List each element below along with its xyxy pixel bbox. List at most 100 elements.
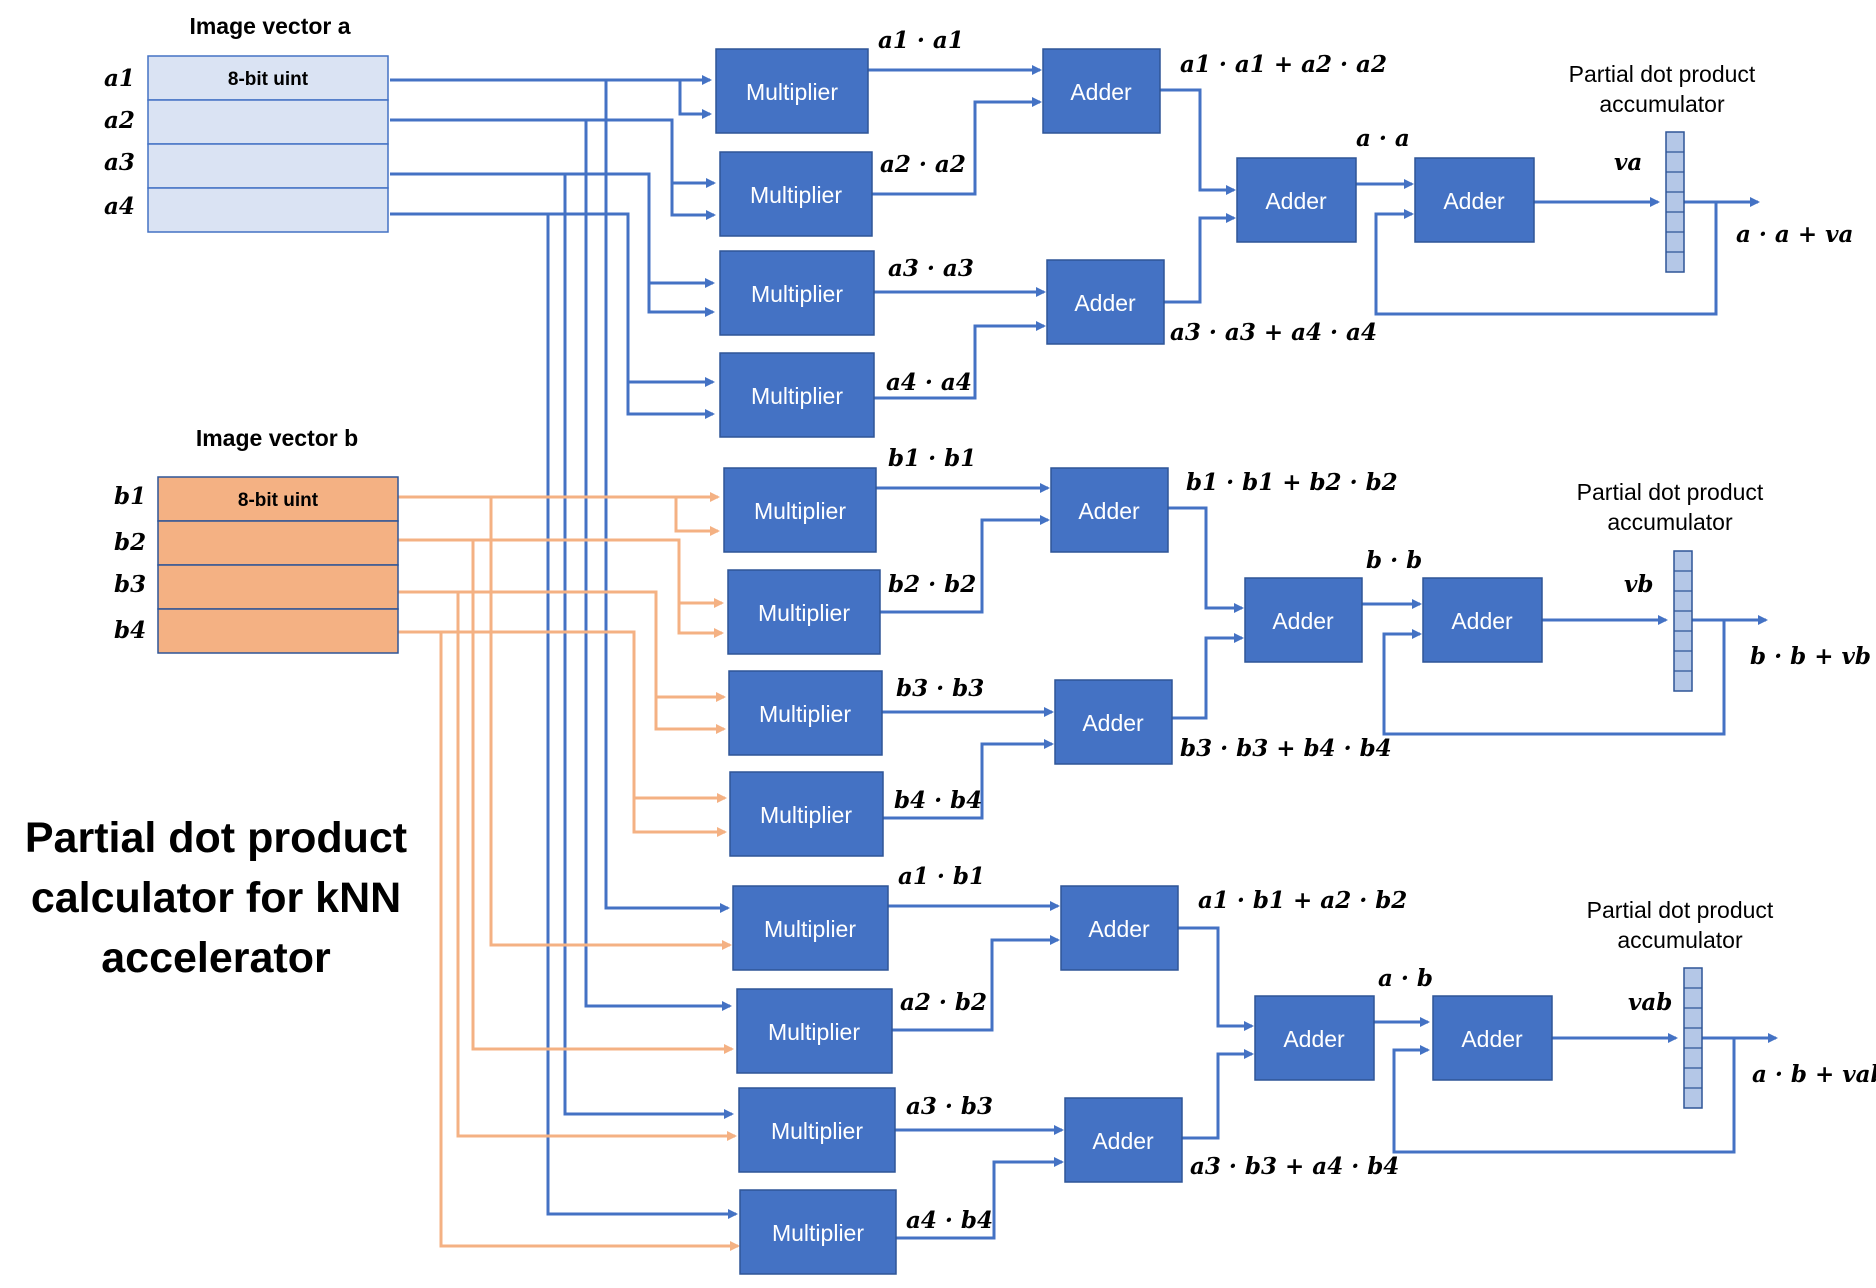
output-ab: a · b + vab <box>1752 1061 1876 1088</box>
multiplier-aa-3 <box>719 250 875 336</box>
dot-bb: b · b <box>1366 547 1422 574</box>
vector-b-element-4: b4 <box>114 617 146 644</box>
adder-ab-1 <box>1060 885 1179 971</box>
multiplier-bb-4-label: Multiplier <box>760 802 852 828</box>
adder-bb-1 <box>1050 467 1169 553</box>
adder-aa-2 <box>1046 259 1165 345</box>
product-ab-3: a3 · b3 <box>906 1093 993 1120</box>
vector-b-register-4 <box>157 608 399 654</box>
vector-b-element-3: b3 <box>114 571 146 598</box>
vector-b-register-3 <box>157 564 399 610</box>
adder-bb-3 <box>1244 577 1363 663</box>
product-aa-2: a2 · a2 <box>880 151 966 178</box>
vector-a-element-4: a4 <box>104 193 135 220</box>
vector-b-title: Image vector b <box>196 425 358 451</box>
dot-ab: a · b <box>1378 965 1433 992</box>
multiplier-ab-4 <box>739 1189 897 1275</box>
vector-b-wires <box>398 492 740 1251</box>
product-aa-3: a3 · a3 <box>888 255 974 282</box>
multiplier-ab-2 <box>736 988 893 1074</box>
product-ab-1: a1 · b1 <box>898 863 985 890</box>
vector-b-register-2 <box>157 520 399 566</box>
multiplier-aa-1-label: Multiplier <box>746 79 838 105</box>
adder-ab-4 <box>1432 995 1553 1081</box>
output-bb: b · b + vb <box>1750 643 1871 670</box>
multiplier-bb-3-label: Multiplier <box>759 701 851 727</box>
vector-a: Image vector a 8-bit uint a1 a2 a3 a4 <box>104 13 389 233</box>
accumulator-aa <box>1665 131 1685 273</box>
accumulator-ab-caption-1: Partial dot product <box>1587 897 1774 923</box>
product-bb-2: b2 · b2 <box>888 571 976 598</box>
partial-sum-bb-2: b3 · b3 + b4 · b4 <box>1180 735 1392 762</box>
adder-aa-1-label: Adder <box>1070 79 1132 105</box>
diagram-title: Partial dot product calculator for kNN a… <box>25 814 407 982</box>
adder-aa-1 <box>1042 48 1161 134</box>
acc-bb: vb <box>1624 571 1653 598</box>
partial-sum-aa-2: a3 · a3 + a4 · a4 <box>1170 319 1377 346</box>
product-bb-1: b1 · b1 <box>888 445 976 472</box>
partial-sum-ab-1: a1 · b1 + a2 · b2 <box>1198 887 1407 914</box>
partial-sum-aa-1: a1 · a1 + a2 · a2 <box>1180 51 1387 78</box>
adder-ab-4-label: Adder <box>1461 1026 1523 1052</box>
product-ab-4: a4 · b4 <box>906 1207 993 1234</box>
accumulator-bb <box>1673 550 1693 692</box>
multiplier-bb-4 <box>729 771 884 857</box>
product-bb-4: b4 · b4 <box>894 787 982 814</box>
dot-aa: a · a <box>1356 125 1410 152</box>
vector-a-title: Image vector a <box>189 13 350 39</box>
adder-bb-4 <box>1422 577 1543 663</box>
multiplier-bb-3 <box>728 670 883 756</box>
vector-a-register-label: 8-bit uint <box>228 69 309 90</box>
vector-a-element-2: a2 <box>104 107 135 134</box>
product-aa-4: a4 · a4 <box>886 369 972 396</box>
vector-b: Image vector b 8-bit uint b1 b2 b3 b4 <box>114 425 399 654</box>
product-ab-2: a2 · b2 <box>900 989 987 1016</box>
adder-bb-4-label: Adder <box>1451 608 1513 634</box>
accumulator-bb-caption-2: accumulator <box>1607 509 1733 535</box>
accumulator-ab-caption-2: accumulator <box>1617 927 1743 953</box>
multiplier-bb-2 <box>727 569 881 655</box>
partial-sum-bb-1: b1 · b1 + b2 · b2 <box>1186 469 1398 496</box>
diagram-title-line-2: calculator for kNN <box>31 874 401 922</box>
accumulator-aa-caption-2: accumulator <box>1599 91 1725 117</box>
adder-bb-1-label: Adder <box>1078 498 1140 524</box>
accumulator-aa-caption-1: Partial dot product <box>1569 61 1756 87</box>
vector-a-register-3 <box>147 143 389 189</box>
adder-bb-2-label: Adder <box>1082 710 1144 736</box>
diagram-title-line-1: Partial dot product <box>25 814 407 862</box>
adder-aa-4 <box>1414 157 1535 243</box>
multiplier-aa-4-label: Multiplier <box>751 383 843 409</box>
adder-aa-2-label: Adder <box>1074 290 1136 316</box>
multiplier-ab-2-label: Multiplier <box>768 1019 860 1045</box>
accumulator-ab <box>1683 967 1703 1109</box>
acc-aa: va <box>1614 149 1642 176</box>
partial-sum-ab-2: a3 · b3 + a4 · b4 <box>1190 1153 1399 1180</box>
multiplier-aa-2 <box>719 151 873 237</box>
multiplier-aa-1 <box>715 48 869 134</box>
vector-b-register-label: 8-bit uint <box>238 490 319 511</box>
adder-ab-3 <box>1254 995 1375 1081</box>
product-aa-1: a1 · a1 <box>878 27 964 54</box>
output-aa: a · a + va <box>1736 221 1853 248</box>
vector-a-register-4 <box>147 187 389 233</box>
acc-ab: vab <box>1628 989 1672 1016</box>
multiplier-aa-3-label: Multiplier <box>751 281 843 307</box>
adder-bb-3-label: Adder <box>1272 608 1334 634</box>
vector-a-register-2 <box>147 99 389 145</box>
multiplier-ab-3-label: Multiplier <box>771 1118 863 1144</box>
adder-ab-3-label: Adder <box>1283 1026 1345 1052</box>
vector-a-element-1: a1 <box>104 65 135 92</box>
unit-ab: Multiplier Multiplier Multiplier Multipl… <box>732 863 1876 1275</box>
vector-a-register-1 <box>147 55 389 101</box>
adder-ab-1-label: Adder <box>1088 916 1150 942</box>
adder-ab-2 <box>1064 1097 1183 1183</box>
adder-aa-4-label: Adder <box>1443 188 1505 214</box>
adder-aa-3-label: Adder <box>1265 188 1327 214</box>
vector-a-element-3: a3 <box>104 149 135 176</box>
multiplier-ab-1-label: Multiplier <box>764 916 856 942</box>
unit-aa: Multiplier Multiplier Multiplier Multipl… <box>715 27 1853 438</box>
adder-aa-3 <box>1236 157 1357 243</box>
vector-a-wires <box>390 75 738 1219</box>
multiplier-aa-4 <box>719 352 875 438</box>
